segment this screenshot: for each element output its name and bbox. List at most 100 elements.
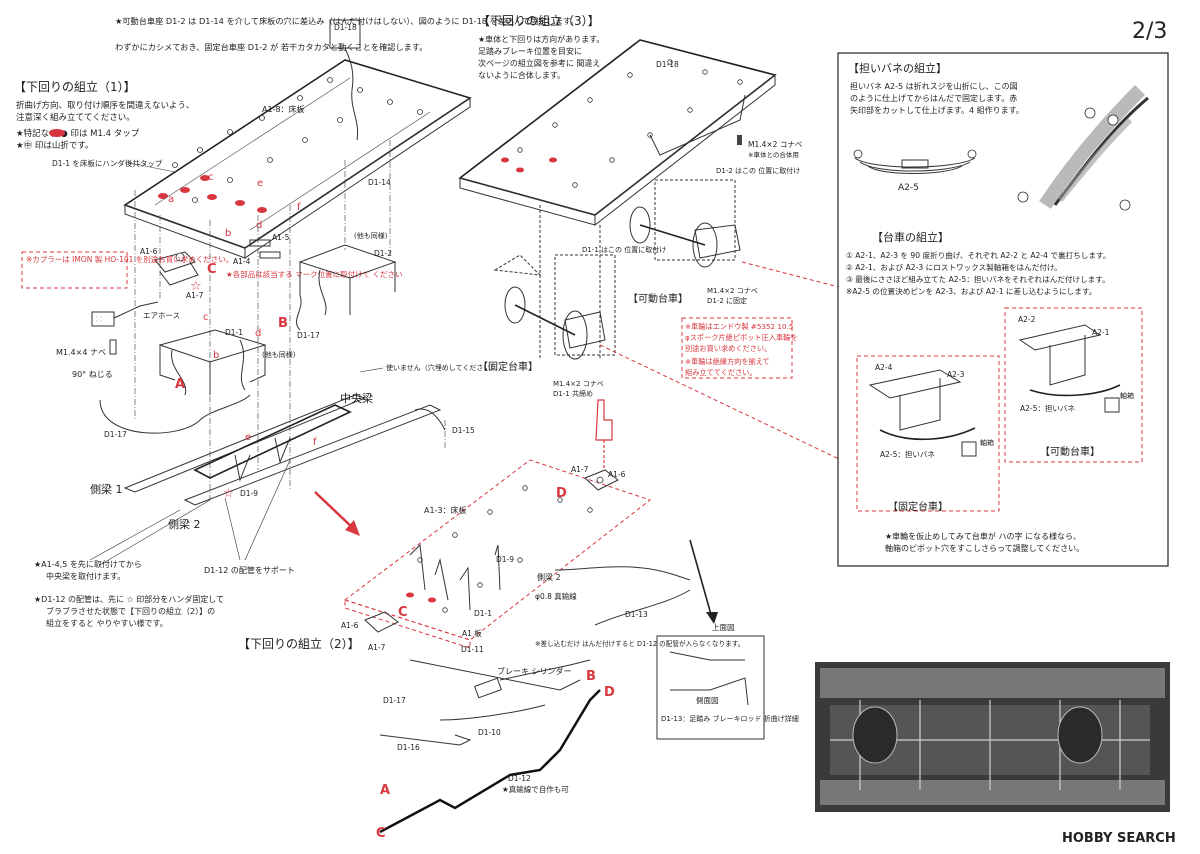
letter-e1: e [257,178,263,189]
coupler-pocket-part [154,251,199,286]
coupler-pocket-part-2 [584,469,619,491]
label-a1-6-c: A1-6 [341,621,359,630]
floor-plate-a1-8 [123,59,472,259]
arrow-to-detail [689,539,713,619]
movable-truck-part-drawing [1018,324,1121,413]
label-m14x2-c2: D1-1 共締め [553,389,593,398]
assembly-guide-lines [134,140,446,500]
label-top-view: 上面図 [712,623,735,632]
label-a1-5: A1-5 [272,233,290,242]
label-d1-1: D1-1 [225,328,243,337]
label-a1-6: A1-6 [140,247,158,256]
pointing-hand-icon [595,399,613,470]
hachi-note-2: 軸箱のピボット穴をすこしさらって調整してください。 [885,543,1084,553]
spring-text-1: 担いバネ A2-5 は折れスジを山折にし、この図 [850,81,1018,91]
d112-note-1: ★D1-12 の配管は、先に ☆ 印部分をハンダ固定して [34,594,224,604]
label-m14x4: M1.4×4 ナベ [56,348,106,357]
label-fixed-truck: 【固定台車】 [478,360,538,373]
label-d1-12: D1-12 [508,774,531,783]
label-brake-cylinder: ブレーキ シリンダー [497,666,572,676]
section3-note3: 次ページの組立図を参考に 間違え [478,58,600,68]
label-a1-3: A1-3：床板 [424,505,467,515]
truck-step-1: ① A2-1、A2-3 を 90 度折り曲げ、それぞれ A2-2 と A2-4 … [846,250,1110,260]
letter-C-3: C [376,826,386,841]
section1-note2: 注意深く組み立ててください。 [16,112,135,123]
label-a1-8: A1-8：床板 [262,104,305,114]
part-d1-17-wire [409,659,581,691]
label-m14x2-a2: ※車体との合体用 [748,150,799,159]
section3-note2: 足踏みブレーキ位置を目安に [478,46,582,56]
wheel-note-box [681,317,793,379]
spring-title: 【担いバネの組立】 [848,61,947,75]
movable-truck [629,179,741,268]
spring-text-2: のように仕上げてからはんだで固定します。赤 [850,93,1017,103]
letter-B-1: B [278,316,288,331]
letter-C-1: C [207,262,217,277]
label-a1-plate: A1 板 [462,628,482,638]
label-d1-17c: D1-17 [383,696,406,705]
label-a1-7b: A1-7 [571,465,589,474]
label-d1-13-detail: D1-13：足踏み ブレーキロッド 折曲げ詳細 [661,714,799,723]
label-d1-14: D1-14 [368,178,391,187]
label-movable: 【可動台車】 [1040,445,1100,458]
label-side-beam-1: 側梁 1 [90,482,123,496]
movable-truck-detail [1004,307,1143,463]
label-others-same-2: (他も同様) [354,231,388,240]
label-d1-2-fix: D1-2 はこの 位置に取付け [716,166,800,175]
spring-text-3: 矢印部をカットして仕上げます。4 組作ります。 [850,105,1024,115]
truck-step-3: ③ 最後にささほど組み立てた A2-5：担いバネをそれぞれはんだ付けします。 [846,274,1110,284]
label-a2-2: A2-2 [1018,315,1036,324]
label-d1-15: D1-15 [452,426,475,435]
label-a2-5-f: A2-5：担いバネ [880,449,935,459]
side-beam-2-wire [554,566,691,581]
part-d1-15 [414,408,446,431]
letter-b2: b [213,350,219,361]
truck-step-4: ※A2-5 の位置決めピンを A2-3、および A2-1 に差し込むようにします… [846,286,1096,296]
coupler-note: ※カプラーは IMON 製 HO-101 を別途お買い求めください。 [26,254,233,264]
a14-note-2: 中央梁を取付けます。 [46,571,125,581]
label-a2-4: A2-4 [875,363,893,372]
d1-18-wire [344,47,359,141]
section2-title: 【下回りの組立（2）】 [238,636,360,651]
label-a2-3: A2-3 [947,370,965,379]
label-d1-1b: D1-1 [474,609,492,618]
label-a2-5-m: A2-5：担いバネ [1020,403,1075,413]
coupler-note-box [21,251,128,289]
label-d1-18-top: D1-18 [334,23,357,32]
floor-plate-a1-3 [343,459,652,649]
spring-photo-illustration [1017,85,1149,211]
label-side-beam-2: 側梁 2 [168,517,201,531]
underframe-photo [815,662,1170,812]
label-d1-16: D1-16 [397,743,420,752]
callout-fixed [599,344,863,471]
mid-assembly-wires [409,543,501,611]
label-d1-1-solder: D1-1 を床板にハンダ後共タップ [52,158,163,168]
d112-note-3: 組立をすると やりやすい様です。 [46,618,168,628]
hachi-note-1: ★車輪を仮止めしてみて台車が ハの字 になる様なら、 [885,531,1081,541]
leaf-spring-drawing [853,149,977,174]
page-number: 2/3 [1132,19,1167,44]
label-d1-17: D1-17 [297,331,320,340]
section3-note4: ないように合体します。 [478,70,565,80]
label-m14x2-b: M1.4×2 コナベ [707,287,758,295]
letter-c2: c [203,312,209,323]
section3-note1: ★車体と下回りは方向があります。 [478,34,604,44]
label-not-used: 使いません（穴埋めしてください） [386,363,497,372]
label-fixed: 【固定台車】 [888,500,948,513]
d112-note-2: ブラブラさせた状態で【下回りの組立（2）】の [46,606,215,616]
label-a1-7-c: A1-7 [368,643,386,652]
coupler-part [91,301,159,355]
label-d1-18b: D1-18 [656,60,679,69]
wheel-note-3: 別途お買い求めください。 [685,344,771,353]
label-a2-1: A2-1 [1092,328,1110,337]
fixed-truck-detail [856,355,1000,512]
truck-step-2: ② A2-1、および A2-3 にロストワックス製軸箱をはんだ付け。 [846,262,1062,272]
leader-lines-left [89,459,291,566]
label-axle-box-2: 軸箱 [980,438,994,447]
center-beam [193,404,352,482]
screw-icon-a [737,135,742,145]
truck-seat-d1-2 [295,244,397,331]
label-phosphor: φ0.8 真鍮線 [535,591,577,601]
label-d1-9: D1-9 [240,489,258,498]
